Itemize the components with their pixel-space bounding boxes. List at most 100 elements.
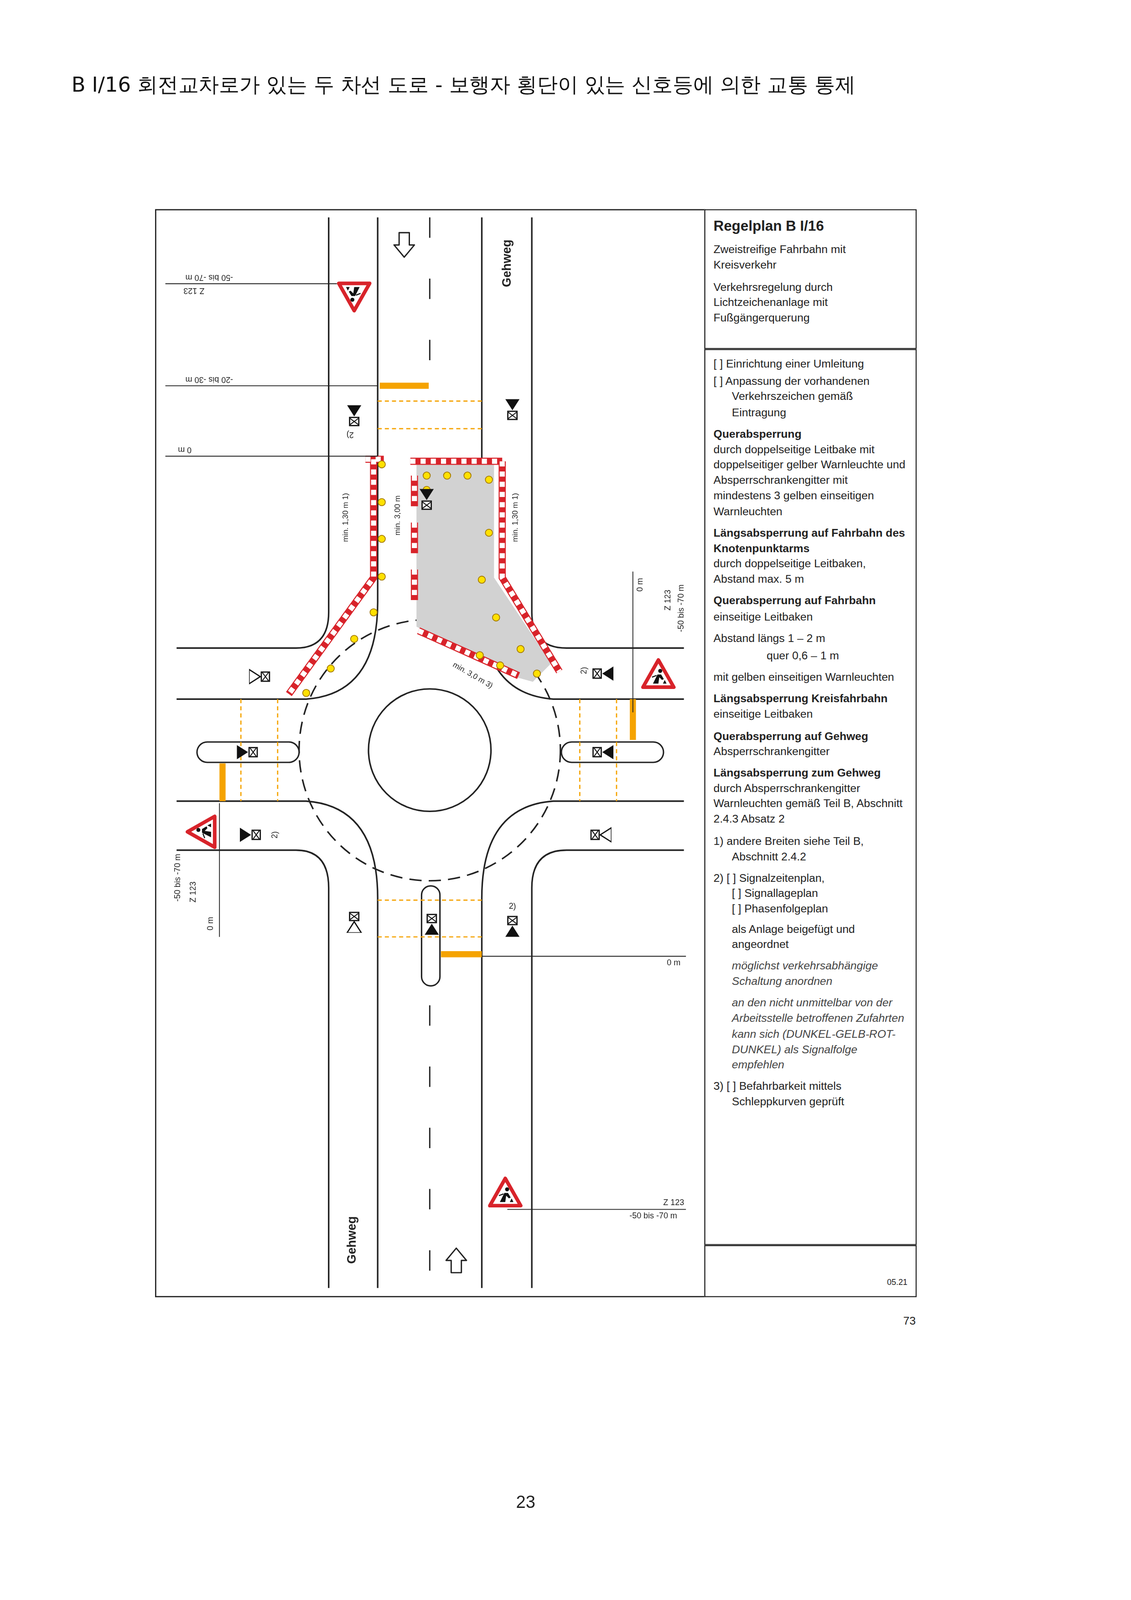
barrier	[502, 461, 560, 672]
barrier	[411, 475, 417, 601]
drawing-label: 2)	[345, 429, 355, 439]
panel-text: durch doppelseitige Leitbaken, Abstand m…	[713, 556, 908, 588]
traffic-signal	[505, 916, 520, 938]
direction-arrow	[394, 232, 467, 1273]
splitter-island	[561, 741, 664, 763]
barrier	[288, 459, 374, 695]
stop-line	[440, 951, 483, 958]
panel-text: Absperrschrankengitter	[713, 743, 908, 760]
warning-sign	[643, 659, 675, 688]
drawing-label: Gehweg	[500, 238, 515, 289]
drawing-label: Gehweg	[345, 1215, 359, 1266]
panel-text: Abstand längs 1 – 2 m	[713, 630, 908, 647]
barrier	[288, 459, 560, 695]
panel-text: 1) andere Breiten siehe Teil B, Abschnit…	[713, 833, 908, 865]
traffic-signal	[236, 745, 258, 760]
traffic-signal	[505, 399, 520, 420]
drawing-label: 0 m	[176, 444, 193, 454]
barrier	[288, 459, 374, 695]
curb-line	[176, 217, 684, 1289]
warning-lamp	[478, 576, 486, 584]
traffic-signal	[249, 669, 270, 684]
drawing-label: 0 m	[206, 915, 216, 932]
direction-arrow	[446, 1248, 467, 1273]
warning-lamp	[496, 662, 504, 670]
drawing-label: -50 bis -70 m	[628, 1212, 679, 1222]
panel-text: [ ] Anpassung der vorhandenen Verkehrsze…	[713, 373, 908, 421]
leader-line	[165, 283, 338, 285]
warning-lamp	[350, 635, 358, 643]
barrier	[502, 461, 560, 672]
pedestrian-crossing	[377, 400, 482, 402]
barrier	[410, 475, 419, 601]
drawing-label: 0 m	[665, 959, 682, 969]
pedestrian-crossing	[240, 401, 617, 938]
leader-line	[165, 283, 687, 1210]
panel-heading: Querabsperrung	[713, 426, 908, 442]
curb-line	[176, 850, 329, 1288]
drawing-label: min. 1,30 m 1)	[511, 492, 520, 544]
panel-heading: Querabsperrung auf Gehweg	[713, 728, 908, 744]
traffic-signal	[592, 666, 614, 681]
traffic-signal	[591, 827, 612, 842]
splitter-island	[197, 741, 300, 763]
pedestrian-crossing	[377, 428, 482, 430]
leader-line	[165, 456, 379, 457]
warning-lamp	[378, 461, 386, 469]
drawing-label: min. 3,00 m	[394, 494, 403, 537]
warning-sign	[187, 816, 215, 848]
warning-lamp	[485, 476, 493, 484]
traffic-signal	[239, 827, 261, 842]
curb-line	[531, 850, 685, 1288]
panel-text: einseitige Leitbaken	[713, 608, 908, 625]
panel-text: möglichst verkehrsabhängige Schaltung an…	[713, 958, 908, 990]
direction-arrow	[394, 232, 415, 258]
traffic-signal	[592, 745, 614, 760]
panel-heading: Längsabsperrung zum Gehweg	[713, 765, 908, 782]
curb-line	[176, 217, 329, 649]
warning-lamp	[423, 472, 431, 480]
pedestrian-crossing	[377, 899, 482, 902]
pedestrian-crossing	[276, 699, 279, 802]
panel-heading: Längsabsperrung Kreisfahrbahn	[713, 691, 908, 707]
panel-text: an den nicht unmittelbar von der Arbeits…	[713, 995, 908, 1074]
stop-line	[379, 382, 429, 389]
panel-text: 05.21	[713, 1276, 908, 1289]
splitter-island	[197, 741, 664, 986]
barrier	[288, 459, 560, 695]
plan-frame	[155, 209, 705, 1298]
traffic-signal	[347, 912, 362, 934]
plan-header-box: Regelplan B I/16Zweistreifige Fahrbahn m…	[704, 209, 917, 350]
drawing-label: 0 m	[636, 576, 646, 593]
warning-sign	[187, 283, 674, 1206]
drawing-label: 2)	[580, 665, 590, 675]
panel-text: [ ] Signallageplan	[713, 886, 908, 902]
work-area	[416, 461, 551, 682]
warning-lamp	[476, 651, 484, 659]
curb-line	[176, 801, 378, 1289]
warning-lamp	[533, 669, 541, 678]
panel-text: Verkehrsregelung durch Lichtzeichenanlag…	[713, 279, 908, 327]
lane-marking	[429, 1005, 431, 1289]
barrier	[410, 458, 503, 464]
panel-text: durch Absperrschrankengitter Warnleuchte…	[713, 781, 908, 828]
circulatory-roadway	[368, 689, 492, 812]
barrier	[410, 457, 503, 466]
traffic-signal	[347, 405, 362, 426]
panel-text: mit gelben einseitigen Warnleuchten	[713, 669, 908, 686]
lane-marking	[429, 217, 431, 1289]
warning-lamp	[378, 573, 386, 581]
panel-text: 3) [ ] Befahrbarkeit mittels Schleppkurv…	[713, 1079, 908, 1111]
curb-line	[531, 217, 685, 649]
drawing-label: Z 123	[182, 285, 206, 295]
page-number: 23	[514, 1494, 537, 1514]
panel-heading: Querabsperrung auf Fahrbahn	[713, 593, 908, 609]
leader-line	[507, 1208, 686, 1210]
date-box: 05.21	[704, 1245, 917, 1298]
pedestrian-crossing	[377, 936, 482, 938]
leader-line	[481, 955, 686, 957]
warning-lamp	[369, 608, 378, 617]
panel-heading: Regelplan B I/16	[713, 216, 908, 237]
panel-text: [ ] Einrichtung einer Umleitung	[713, 356, 908, 372]
